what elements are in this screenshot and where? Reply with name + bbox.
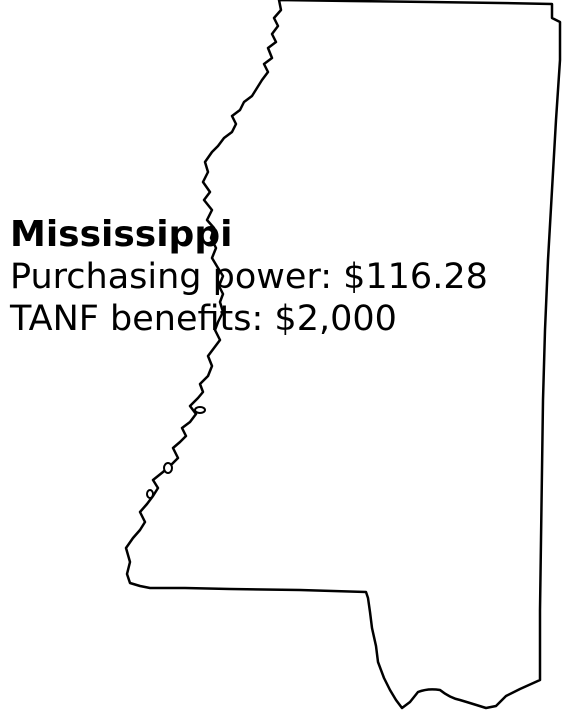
state-name: Mississippi bbox=[10, 214, 233, 255]
state-info-label: Mississippi Purchasing power: $116.28 TA… bbox=[10, 214, 488, 340]
state-boundary bbox=[124, 0, 562, 710]
river-island bbox=[146, 489, 154, 499]
purchasing-power-line: Purchasing power: $116.28 bbox=[10, 257, 488, 298]
tanf-benefits-line: TANF benefits: $2,000 bbox=[10, 299, 397, 340]
river-island bbox=[194, 406, 206, 414]
river-island bbox=[163, 462, 173, 474]
